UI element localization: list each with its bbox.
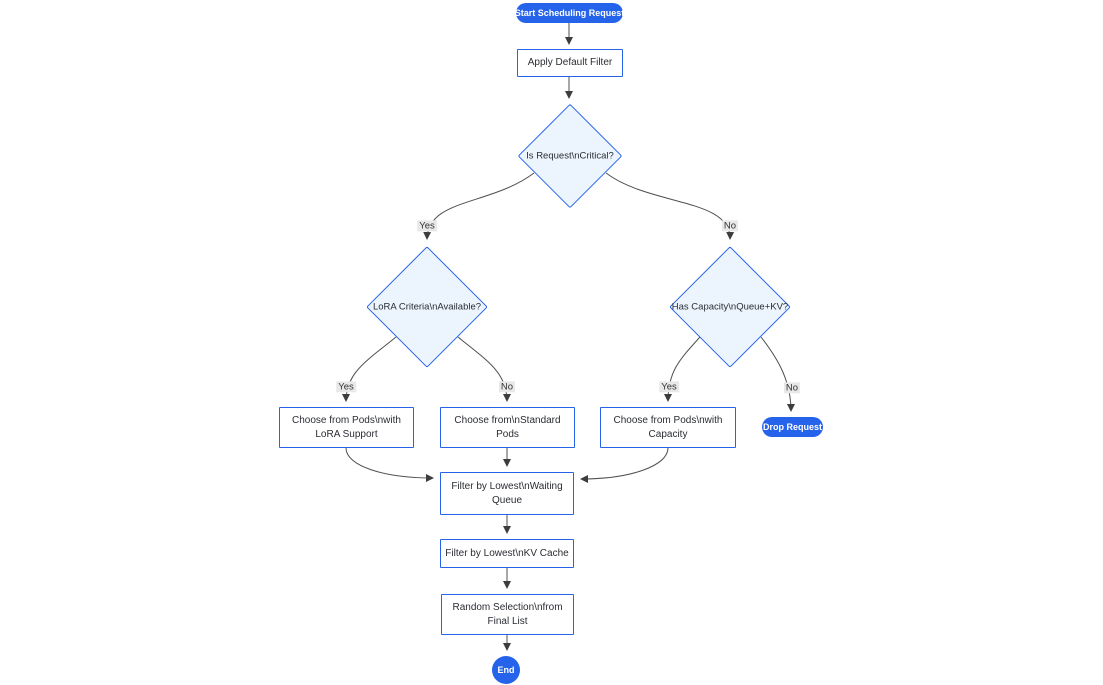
edge-label-capacity-no: No <box>783 382 801 394</box>
node-is-critical-label: Is Request\nCritical? <box>526 150 614 162</box>
node-choose-capacity-pods: Choose from Pods\nwith Capacity <box>600 407 736 448</box>
node-random-selection: Random Selection\nfrom Final List <box>441 594 574 635</box>
edge-capacity-yes <box>664 336 701 402</box>
edge-label-lora-yes: Yes <box>336 381 356 393</box>
node-filter-waiting-queue: Filter by Lowest\nWaiting Queue <box>440 472 574 515</box>
edge-critical-no <box>605 172 735 240</box>
edge-label-critical-no: No <box>721 220 739 232</box>
node-filter-kv-cache: Filter by Lowest\nKV Cache <box>440 539 574 568</box>
edge-label-lora-no: No <box>498 381 516 393</box>
node-choose-lora-pods: Choose from Pods\nwith LoRA Support <box>279 407 414 448</box>
node-lora-available-label: LoRA Criteria\nAvailable? <box>372 301 482 313</box>
edge-lorapods-to-filter <box>345 447 434 482</box>
edge-lora-no <box>457 336 511 402</box>
node-has-capacity-label: Has Capacity\nQueue+KV? <box>671 301 789 313</box>
node-apply-default-filter: Apply Default Filter <box>517 49 623 77</box>
edge-capacitypods-to-filter <box>580 447 669 483</box>
node-end: End <box>492 656 520 684</box>
edge-label-capacity-yes: Yes <box>659 381 679 393</box>
node-drop-request: Drop Request <box>762 417 823 437</box>
edge-critical-yes <box>423 172 535 240</box>
node-start: Start Scheduling Request <box>515 3 624 23</box>
edge-label-critical-yes: Yes <box>417 220 437 232</box>
edge-capacity-no <box>760 336 795 412</box>
edge-lora-yes <box>342 336 397 402</box>
node-choose-standard-pods: Choose from\nStandard Pods <box>440 407 575 448</box>
